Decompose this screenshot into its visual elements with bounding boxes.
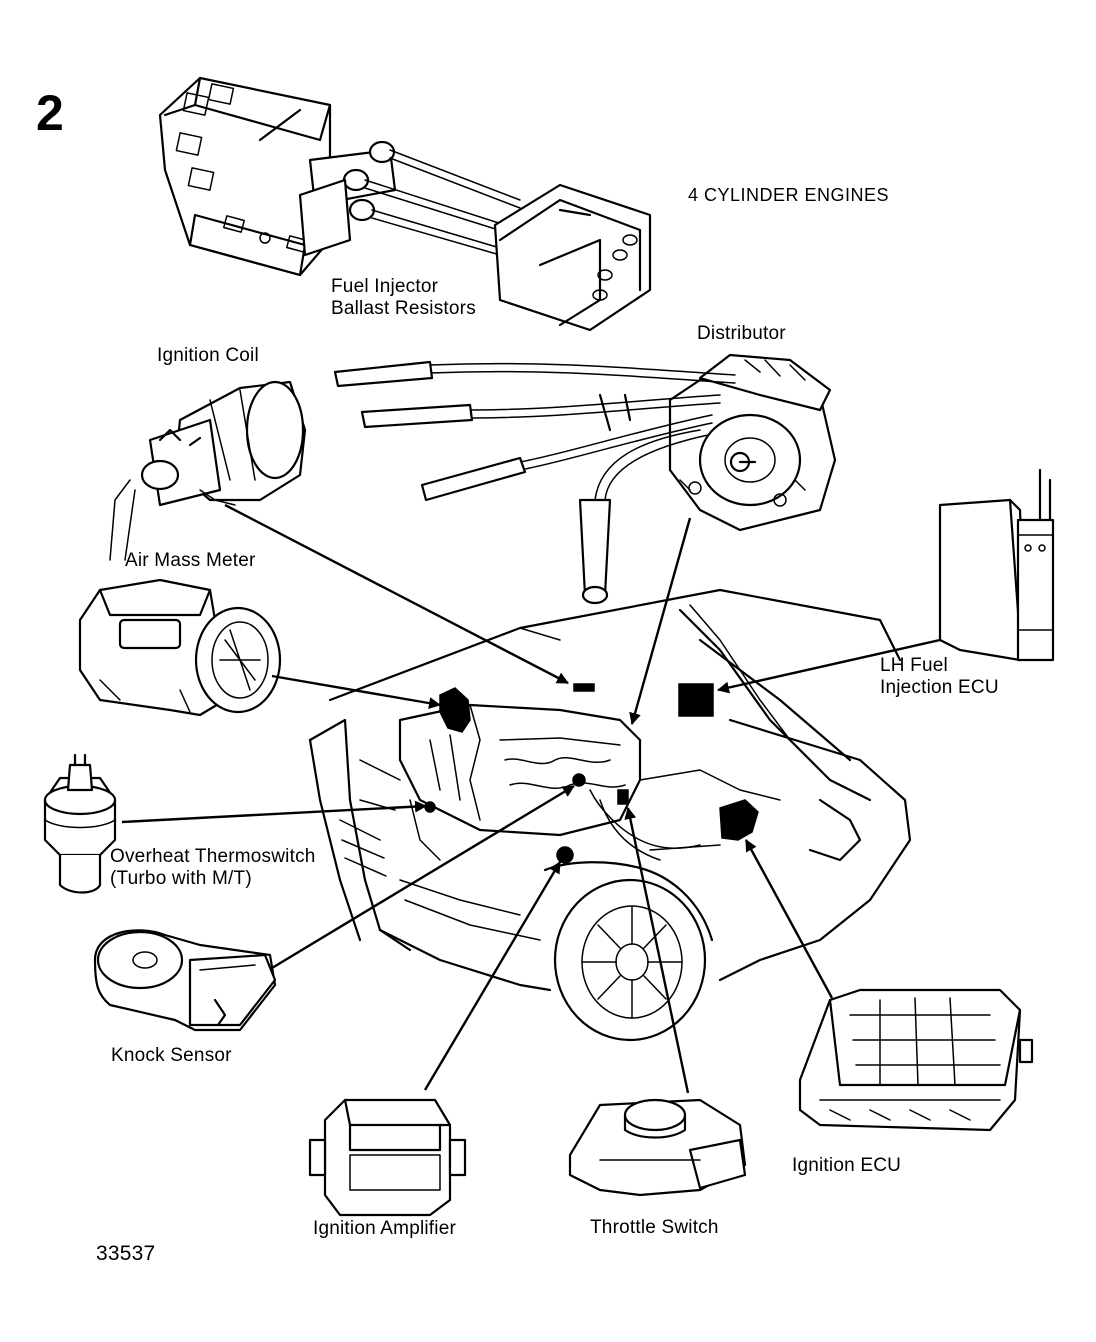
distributor-label: Distributor bbox=[697, 323, 786, 344]
lh-ecu-label: LH Fuel Injection ECU bbox=[880, 655, 999, 699]
thermoswitch-icon bbox=[43, 753, 117, 894]
ignition-ecu-location bbox=[719, 799, 759, 841]
ballast-resistor-block-icon bbox=[158, 76, 652, 332]
air-mass-meter-icon bbox=[78, 578, 282, 717]
lh-ecu-icon bbox=[938, 468, 1055, 662]
thermoswitch-location bbox=[424, 801, 436, 813]
ignition-coil-icon bbox=[109, 380, 307, 561]
figure-id: 33537 bbox=[96, 1242, 156, 1265]
knock-sensor-label: Knock Sensor bbox=[111, 1045, 232, 1066]
air-mass-meter-location bbox=[439, 687, 471, 733]
leader-arrows bbox=[121, 503, 941, 1094]
ballast-resistors-label: Fuel Injector Ballast Resistors bbox=[331, 276, 476, 320]
throttle-switch-icon bbox=[568, 1098, 747, 1197]
thermoswitch-label: Overheat Thermoswitch (Turbo with M/T) bbox=[110, 846, 316, 890]
figure-number: 2 bbox=[36, 85, 64, 141]
engine-heading: 4 CYLINDER ENGINES bbox=[688, 185, 890, 205]
knock-sensor-location bbox=[572, 773, 586, 787]
thermoswitch-label-line1: Overheat Thermoswitch bbox=[110, 846, 316, 867]
ballast-resistors-label-line1: Fuel Injector bbox=[331, 276, 439, 297]
air-mass-meter-label: Air Mass Meter bbox=[125, 550, 256, 571]
ignition-coil-location bbox=[573, 683, 595, 692]
lh-ecu-location bbox=[678, 683, 714, 717]
ignition-coil-label: Ignition Coil bbox=[157, 345, 259, 366]
throttle-switch-label: Throttle Switch bbox=[590, 1217, 719, 1238]
ignition-ecu-icon bbox=[798, 988, 1034, 1132]
vehicle-engine-bay-icon bbox=[308, 588, 912, 1042]
ignition-amplifier-icon bbox=[308, 1098, 467, 1217]
lh-ecu-label-line1: LH Fuel bbox=[880, 655, 948, 676]
distributor-icon bbox=[333, 353, 837, 605]
ballast-resistors-label-line2: Ballast Resistors bbox=[331, 298, 476, 319]
ignition-amplifier-label: Ignition Amplifier bbox=[313, 1218, 457, 1239]
lh-ecu-label-line2: Injection ECU bbox=[880, 677, 999, 698]
ignition-ecu-label: Ignition ECU bbox=[792, 1155, 902, 1176]
thermoswitch-label-line2: (Turbo with M/T) bbox=[110, 868, 252, 889]
location-markers bbox=[424, 683, 759, 864]
throttle-switch-location bbox=[617, 789, 629, 805]
knock-sensor-icon bbox=[93, 929, 277, 1032]
ignition-amplifier-location bbox=[556, 846, 574, 864]
